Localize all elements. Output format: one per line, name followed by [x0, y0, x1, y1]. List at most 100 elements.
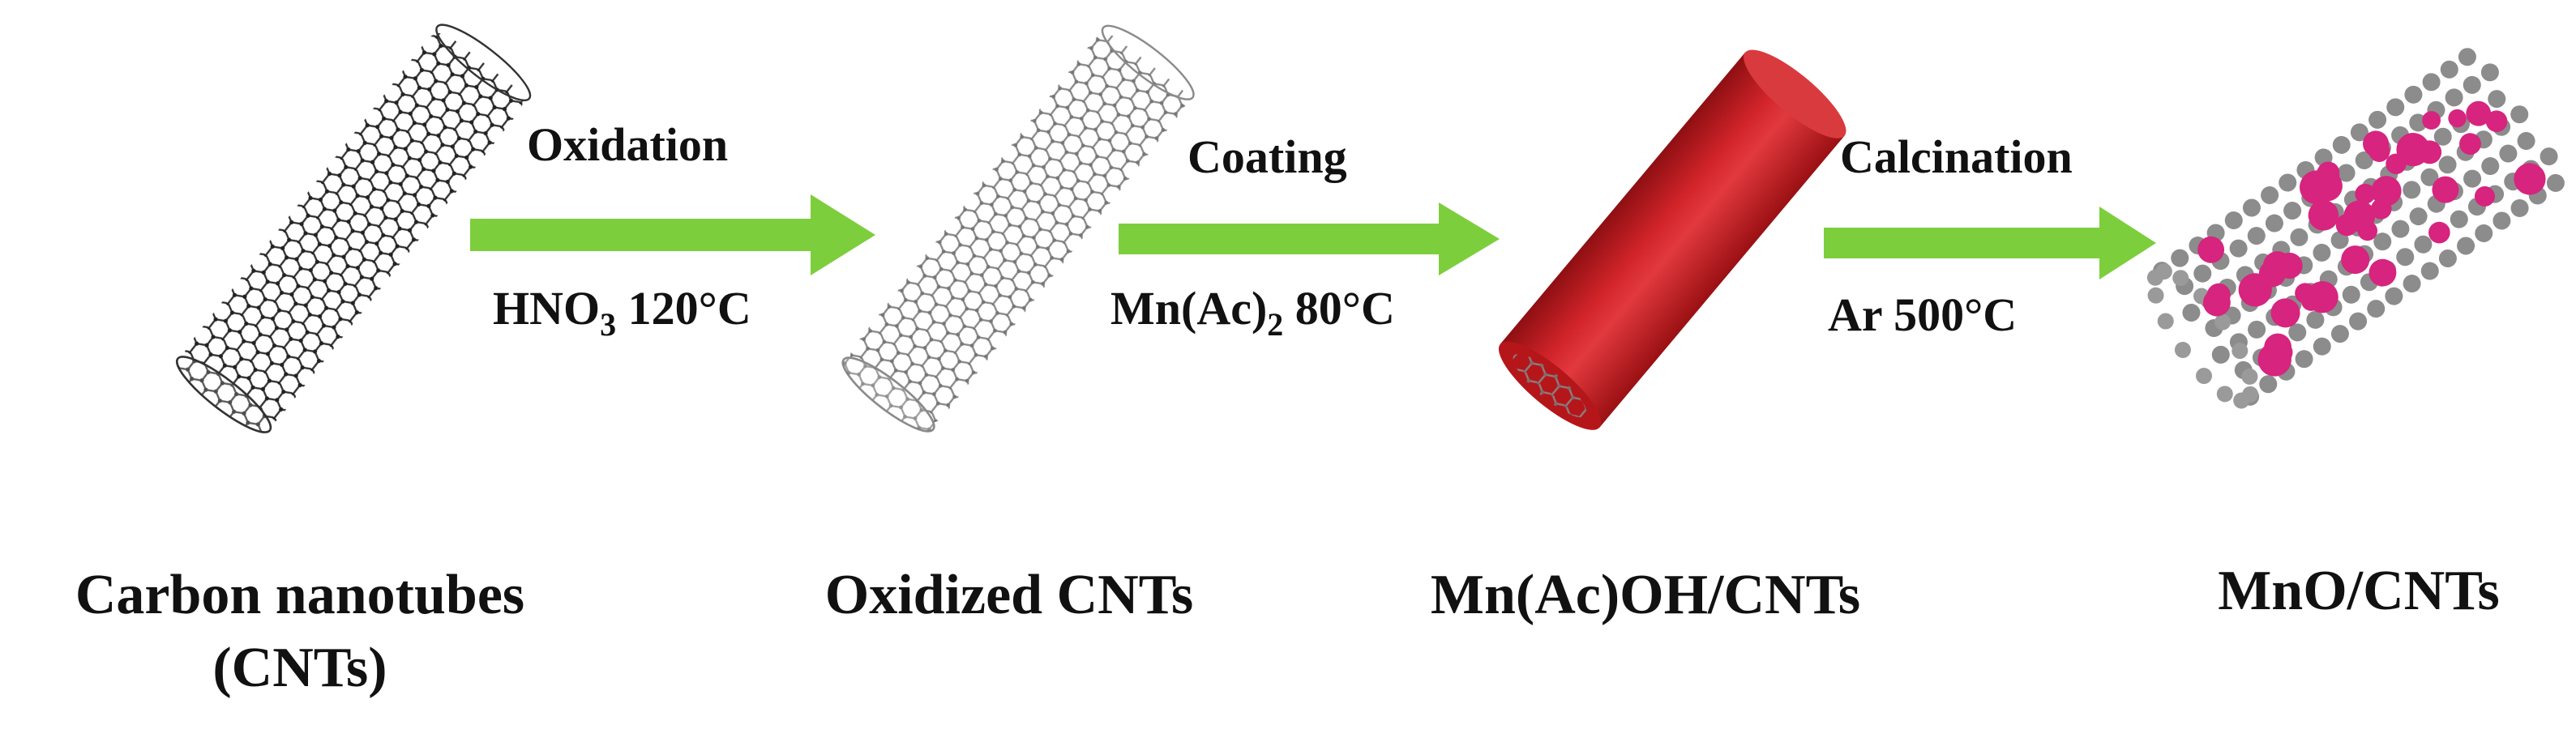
- cnt-tube-oxidized: [841, 24, 1195, 433]
- carbon-sphere: [2332, 135, 2351, 154]
- carbon-sphere: [2367, 300, 2386, 318]
- carbon-sphere: [2368, 110, 2387, 129]
- carbon-sphere: [2403, 275, 2421, 293]
- carbon-sphere: [2247, 227, 2266, 245]
- carbon-sphere: [2261, 186, 2279, 204]
- carbon-sphere: [2193, 264, 2212, 283]
- carbon-sphere: [2510, 198, 2529, 217]
- carbon-sphere: [2241, 368, 2258, 385]
- carbon-sphere: [2493, 211, 2511, 230]
- carbon-sphere: [2224, 211, 2243, 230]
- stage-label-cnts: Carbon nanotubes (CNTs): [75, 564, 525, 699]
- carbon-sphere: [2355, 151, 2373, 169]
- carbon-sphere: [2373, 232, 2392, 251]
- carbon-sphere: [2420, 262, 2439, 280]
- carbon-sphere: [2211, 345, 2230, 364]
- cnt-tube-pristine: [175, 23, 532, 433]
- carbon-sphere: [2386, 98, 2405, 117]
- step-oxidation-label: Oxidation: [527, 118, 729, 171]
- carbon-sphere: [2172, 270, 2189, 287]
- carbon-sphere: [2475, 224, 2493, 242]
- mno-particle: [2308, 199, 2339, 231]
- carbon-sphere: [2214, 313, 2232, 330]
- carbon-sphere: [2450, 210, 2468, 228]
- mno-particle: [2466, 100, 2492, 126]
- carbon-sphere: [2422, 73, 2441, 92]
- carbon-sphere: [2342, 285, 2360, 304]
- mno-particle: [2396, 133, 2430, 167]
- carbon-sphere: [2445, 88, 2463, 107]
- carbon-sphere: [2288, 323, 2307, 342]
- carbon-sphere: [2403, 181, 2421, 199]
- mno-cnt-tube: [2146, 48, 2565, 409]
- mno-particle: [2202, 288, 2231, 317]
- mno-particle: [2262, 251, 2292, 280]
- carbon-sphere: [2157, 313, 2174, 330]
- stage-label-mno: MnO/CNTs: [2218, 560, 2500, 622]
- mno-particle: [2335, 214, 2358, 237]
- carbon-sphere: [2229, 239, 2248, 258]
- carbon-sphere: [2404, 85, 2423, 104]
- carbon-sphere: [2420, 168, 2439, 186]
- carbon-sphere: [2330, 325, 2349, 343]
- carbon-sphere: [2196, 368, 2213, 385]
- mno-particle: [2270, 298, 2300, 328]
- carbon-sphere: [2540, 147, 2558, 166]
- carbon-sphere: [2232, 343, 2249, 360]
- condition-calcination: Ar 500°C: [1828, 288, 2018, 341]
- carbon-sphere: [2463, 75, 2481, 94]
- stage-label-coated: Mn(Ac)OH/CNTs: [1430, 564, 1861, 626]
- mno-particle: [2432, 176, 2459, 203]
- coated-tube: [1498, 49, 1846, 430]
- mno-particle: [2428, 221, 2450, 244]
- carbon-sphere: [2248, 320, 2266, 339]
- carbon-sphere: [2233, 392, 2250, 409]
- arrow-calcination: [1824, 207, 2156, 279]
- carbon-sphere: [2313, 243, 2331, 262]
- carbon-sphere: [2457, 237, 2475, 255]
- carbon-sphere: [2438, 249, 2457, 268]
- mno-particle: [2474, 186, 2495, 207]
- carbon-sphere: [2147, 287, 2164, 304]
- carbon-sphere: [2385, 287, 2403, 305]
- carbon-sphere: [2182, 303, 2201, 322]
- carbon-sphere: [2174, 341, 2191, 358]
- mno-particle: [2514, 163, 2546, 195]
- carbon-sphere: [2546, 173, 2565, 192]
- carbon-sphere: [2349, 312, 2368, 330]
- mno-particle: [2270, 341, 2293, 364]
- carbon-sphere: [2295, 350, 2313, 369]
- carbon-sphere: [2216, 386, 2233, 403]
- carbon-sphere: [2350, 123, 2368, 142]
- mno-particle: [2355, 183, 2376, 204]
- carbon-sphere: [2433, 127, 2452, 146]
- carbon-sphere: [2265, 214, 2283, 232]
- carbon-sphere: [2171, 249, 2189, 267]
- carbon-sphere: [2283, 202, 2302, 220]
- arrow-coating: [1119, 203, 1500, 275]
- mno-particle: [2368, 258, 2397, 287]
- carbon-sphere: [2279, 173, 2297, 192]
- mno-particle: [2459, 133, 2481, 156]
- mno-particle: [2368, 140, 2390, 162]
- condition-coating: Mn(Ac)2 80°C: [1110, 282, 1395, 343]
- carbon-sphere: [2337, 164, 2356, 182]
- mno-particle: [2485, 110, 2508, 133]
- carbon-sphere: [2488, 90, 2506, 109]
- carbon-sphere: [2438, 156, 2457, 174]
- carbon-sphere: [2409, 207, 2428, 226]
- carbon-sphere: [2480, 63, 2499, 82]
- mno-particle: [2422, 111, 2441, 130]
- step-calcination-label: Calcination: [1840, 130, 2073, 183]
- carbon-sphere: [2517, 132, 2535, 151]
- carbon-sphere: [2259, 375, 2278, 394]
- condition-oxidation: HNO3 120°C: [493, 282, 751, 343]
- carbon-sphere: [2290, 228, 2309, 246]
- mno-particle: [2316, 163, 2340, 187]
- carbon-sphere: [2463, 169, 2482, 188]
- carbon-sphere: [2481, 157, 2500, 176]
- carbon-sphere: [2396, 248, 2415, 267]
- step-coating-label: Coating: [1187, 130, 1347, 183]
- mno-particle: [2448, 109, 2467, 128]
